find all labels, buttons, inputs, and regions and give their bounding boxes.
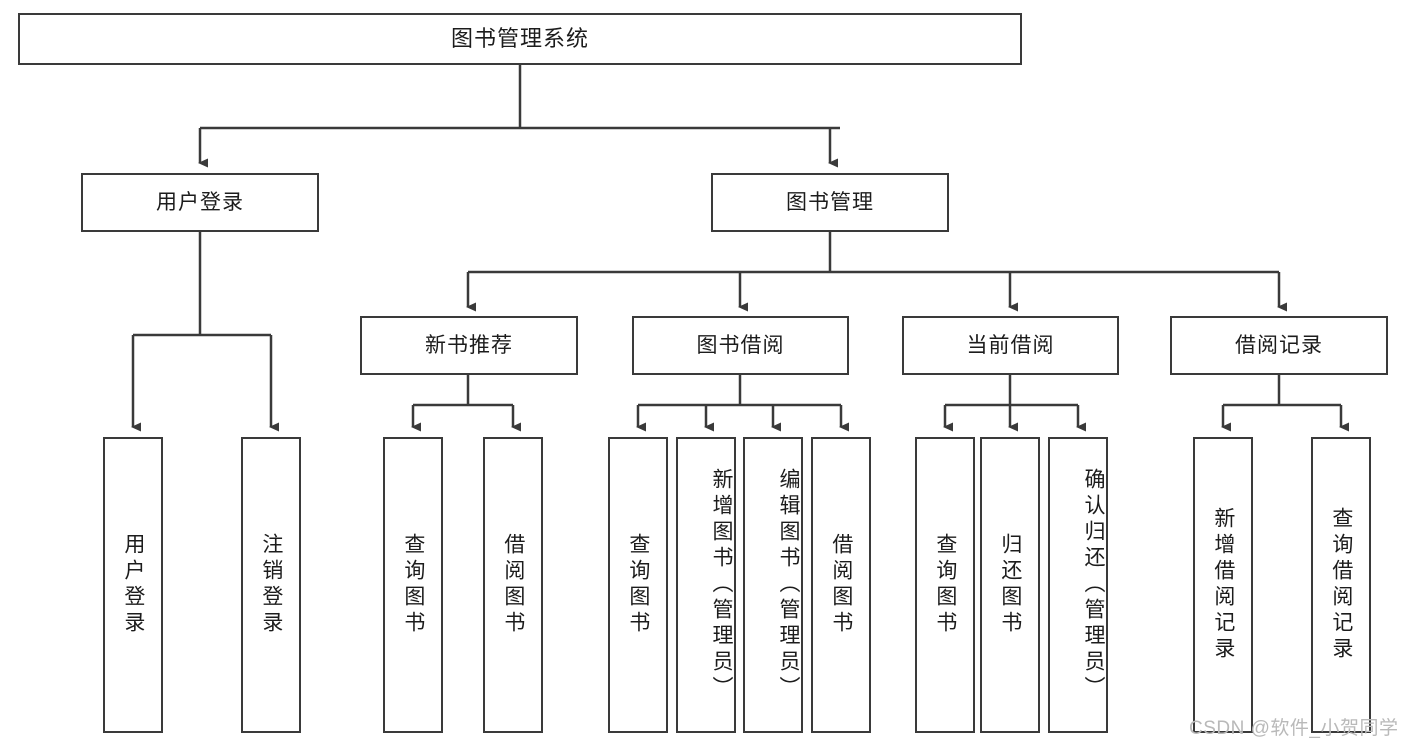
leaf-label: 确认归还（管理员） (1082, 468, 1105, 702)
leaf-user-login-signout[interactable]: 注销登录 (241, 437, 301, 733)
leaf-label: 新增图书（管理员） (710, 468, 733, 702)
leaf-book-borrow-edit[interactable]: 编辑图书（管理员） (743, 437, 803, 733)
leaf-current-borrow-confirm-return[interactable]: 确认归还（管理员） (1048, 437, 1108, 733)
leaf-label: 注销登录 (259, 533, 283, 637)
leaf-label: 查询图书 (401, 533, 425, 637)
leaf-book-borrow-query[interactable]: 查询图书 (608, 437, 668, 733)
node-new-book-recommend-label: 新书推荐 (425, 333, 513, 357)
leaf-label: 查询图书 (626, 533, 650, 637)
node-new-book-recommend[interactable]: 新书推荐 (360, 316, 578, 375)
leaf-current-borrow-query[interactable]: 查询图书 (915, 437, 975, 733)
node-borrow-record[interactable]: 借阅记录 (1170, 316, 1388, 375)
leaf-borrow-record-query[interactable]: 查询借阅记录 (1311, 437, 1371, 733)
leaf-label: 新增借阅记录 (1211, 507, 1235, 663)
leaf-book-borrow-add[interactable]: 新增图书（管理员） (676, 437, 736, 733)
node-root-label: 图书管理系统 (450, 25, 589, 51)
node-book-borrow-label: 图书借阅 (696, 333, 785, 357)
node-current-borrow-label: 当前借阅 (966, 333, 1055, 357)
leaf-borrow-record-add[interactable]: 新增借阅记录 (1193, 437, 1253, 733)
node-book-management-label: 图书管理 (786, 190, 874, 214)
leaf-label: 用户登录 (121, 533, 145, 637)
watermark: CSDN @软件_小贺同学 (1189, 718, 1399, 739)
leaf-new-book-query[interactable]: 查询图书 (383, 437, 443, 733)
node-book-management[interactable]: 图书管理 (711, 173, 949, 232)
node-borrow-record-label: 借阅记录 (1235, 333, 1323, 357)
leaf-current-borrow-return[interactable]: 归还图书 (980, 437, 1040, 733)
leaf-label: 查询借阅记录 (1329, 507, 1353, 663)
leaf-label: 查询图书 (933, 533, 957, 637)
node-book-borrow[interactable]: 图书借阅 (632, 316, 849, 375)
node-user-login[interactable]: 用户登录 (81, 173, 319, 232)
node-current-borrow[interactable]: 当前借阅 (902, 316, 1119, 375)
leaf-label: 编辑图书（管理员） (777, 468, 800, 702)
node-user-login-label: 用户登录 (156, 190, 244, 214)
leaf-label: 归还图书 (998, 533, 1022, 637)
leaf-label: 借阅图书 (501, 533, 525, 637)
leaf-label: 借阅图书 (829, 533, 853, 637)
leaf-new-book-borrow[interactable]: 借阅图书 (483, 437, 543, 733)
node-root[interactable]: 图书管理系统 (18, 13, 1022, 65)
leaf-user-login-signin[interactable]: 用户登录 (103, 437, 163, 733)
leaf-book-borrow-lend[interactable]: 借阅图书 (811, 437, 871, 733)
